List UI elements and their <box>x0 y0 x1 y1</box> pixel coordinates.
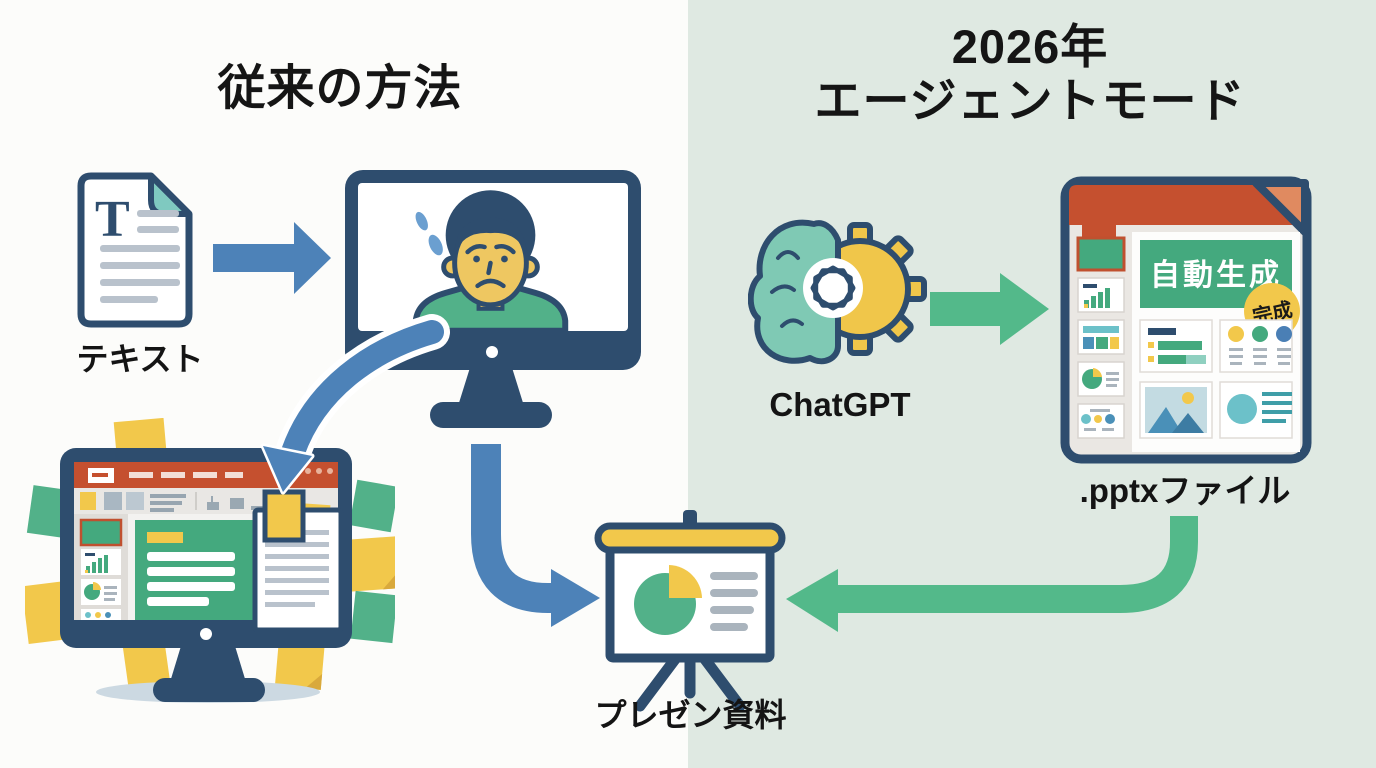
monitor-stand-base <box>430 402 552 428</box>
chatgpt-label: ChatGPT <box>769 386 911 423</box>
stressed-worker-monitor-icon <box>345 170 641 370</box>
monitor-stand-dot <box>486 346 498 358</box>
worker-worried-face <box>465 243 516 289</box>
left-title: 従来の方法 <box>217 62 463 115</box>
openai-logo-icon <box>803 258 863 318</box>
right-title: 2026年 エージェントモード <box>770 20 1290 128</box>
powerpoint-ribbon <box>74 462 338 488</box>
document-text-lines <box>100 210 180 303</box>
easel-text-lines <box>710 572 758 631</box>
messy-monitor-base <box>153 678 265 702</box>
messy-monitor-dot <box>200 628 212 640</box>
folded-corner <box>1252 179 1309 236</box>
content-cards <box>1139 319 1293 439</box>
pptx-header-bar <box>1069 185 1303 238</box>
editing-slide <box>135 520 253 620</box>
slide-thumbnails <box>74 514 128 620</box>
document-letter: T <box>95 191 130 248</box>
pptx-file-label: .pptxファイル <box>1079 472 1291 509</box>
overlapping-document <box>252 489 344 633</box>
presentation-label: プレゼン資料 <box>594 697 787 733</box>
monitor-screen <box>358 183 628 331</box>
brain-gear-chatgpt-icon <box>748 219 927 365</box>
messy-powerpoint-monitor-icon <box>25 418 395 703</box>
text-document-label: テキスト <box>76 341 204 377</box>
presentation-easel-icon <box>594 510 786 712</box>
easel-legs <box>634 652 746 712</box>
pptx-file-icon: 自動生成 完成 <box>1060 176 1312 464</box>
stressed-worker-icon <box>412 190 569 331</box>
brain-icon <box>748 219 841 365</box>
bordered-sticky-note <box>262 489 306 543</box>
monitor-stand-neck <box>458 368 524 406</box>
right-title-line2: エージェントモード <box>814 74 1246 128</box>
pptx-slide-thumbnails <box>1076 236 1126 439</box>
easel-pie-chart <box>634 565 702 635</box>
text-document-icon: T <box>77 172 193 328</box>
generated-slide-title: 自動生成 <box>1150 259 1282 292</box>
right-title-line1: 2026年 <box>951 20 1109 73</box>
easel-top-bar <box>594 522 786 554</box>
